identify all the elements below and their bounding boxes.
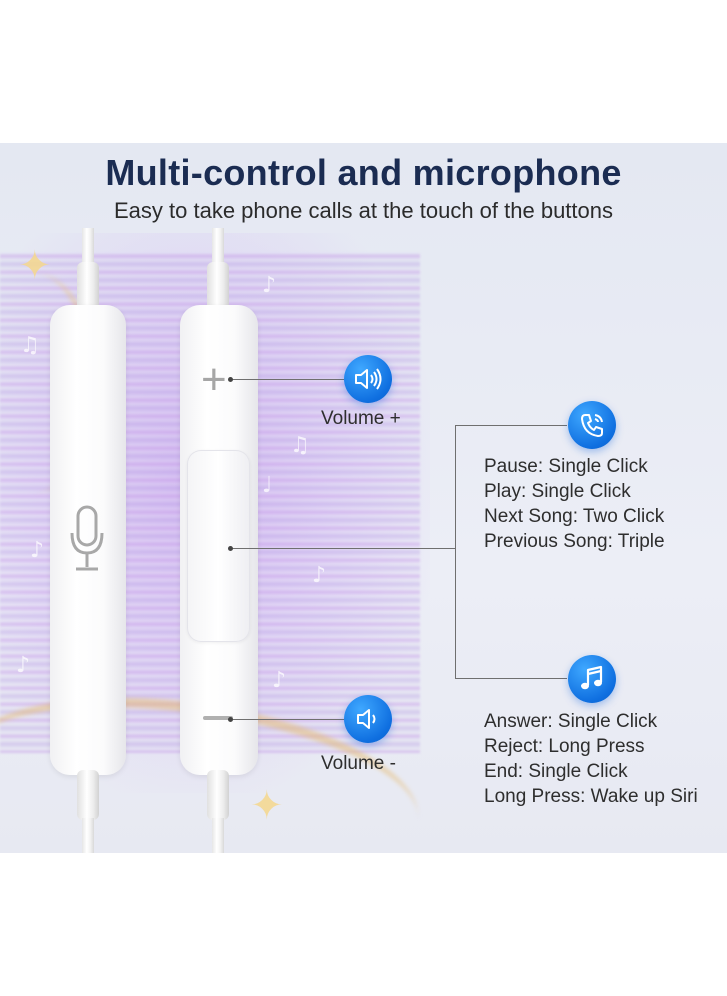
sparkle-icon: ✦ (18, 243, 52, 289)
music-note-icon: ♫ (20, 333, 40, 358)
page-title: Multi-control and microphone (105, 152, 622, 193)
callout-dot (228, 546, 233, 551)
call-control-line: Long Press: Wake up Siri (484, 786, 698, 807)
volume-down-button[interactable] (203, 716, 233, 720)
microphone-housing (50, 305, 126, 775)
call-control-line: End: Single Click (484, 761, 628, 782)
callout-branch-bottom (455, 678, 567, 679)
volume-down-label: Volume - (321, 753, 396, 774)
cable-right-bottom (212, 818, 224, 853)
volume-up-label: Volume + (321, 408, 401, 429)
music-control-line: Play: Single Click (484, 481, 631, 502)
music-note-icon: ♩ (262, 473, 273, 498)
music-note-icon: ♪ (30, 538, 45, 563)
speaker-quiet-icon (344, 695, 392, 743)
play-pause-button[interactable] (187, 450, 250, 642)
music-note-icon: ♪ (272, 668, 287, 693)
call-control-line: Reject: Long Press (484, 736, 645, 757)
sparkle-icon: ✦ (250, 783, 284, 829)
callout-branch-top (455, 425, 567, 426)
music-control-line: Next Song: Two Click (484, 506, 665, 527)
cable-left-top (82, 228, 94, 264)
callout-line-volume-down (230, 719, 345, 720)
music-note-icon: ♪ (262, 273, 277, 298)
callout-line-middle (230, 548, 456, 549)
callout-dot (228, 717, 233, 722)
cable-left-bottom (82, 818, 94, 853)
cable-collar (77, 770, 99, 820)
music-note-icon: ♫ (290, 433, 310, 458)
callout-dot (228, 377, 233, 382)
music-control-line: Pause: Single Click (484, 456, 648, 477)
volume-up-button[interactable]: + (201, 355, 227, 404)
music-note-icon (568, 655, 616, 703)
microphone-icon (70, 505, 104, 571)
callout-bracket (455, 425, 456, 678)
page-subtitle: Easy to take phone calls at the touch of… (114, 198, 613, 223)
callout-line-volume-up (230, 379, 345, 380)
music-note-icon: ♪ (312, 563, 327, 588)
cable-collar (77, 262, 99, 312)
music-control-line: Previous Song: Triple (484, 531, 665, 552)
phone-call-icon (568, 401, 616, 449)
call-control-line: Answer: Single Click (484, 711, 658, 732)
cable-collar (207, 262, 229, 312)
music-note-icon: ♪ (16, 653, 31, 678)
cable-right-top (212, 228, 224, 264)
cable-collar (207, 770, 229, 820)
speaker-loud-icon (344, 355, 392, 403)
